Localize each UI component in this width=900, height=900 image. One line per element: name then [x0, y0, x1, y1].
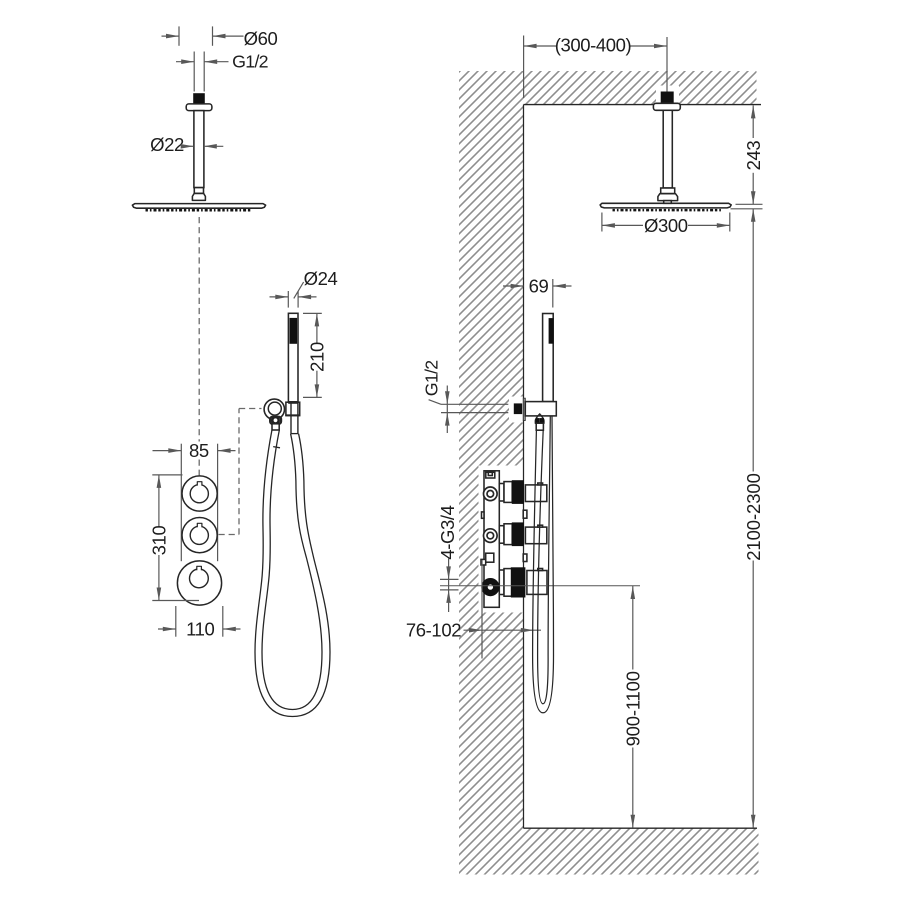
svg-text:900-1100: 900-1100: [623, 671, 644, 746]
svg-text:Ø300: Ø300: [644, 215, 688, 236]
svg-text:Ø22: Ø22: [150, 134, 184, 155]
svg-text:2100-2300: 2100-2300: [743, 473, 764, 561]
svg-text:G1/2: G1/2: [232, 51, 268, 71]
svg-text:85: 85: [189, 440, 209, 461]
svg-text:(300-400): (300-400): [555, 34, 632, 55]
svg-text:Ø60: Ø60: [244, 28, 278, 49]
svg-text:G1/2: G1/2: [421, 361, 441, 397]
svg-text:4-G3/4: 4-G3/4: [437, 505, 458, 559]
svg-text:310: 310: [149, 526, 170, 556]
svg-text:69: 69: [529, 275, 549, 296]
svg-text:Ø24: Ø24: [304, 268, 338, 289]
svg-text:210: 210: [307, 342, 328, 372]
svg-text:110: 110: [186, 618, 214, 639]
svg-text:76-102: 76-102: [406, 620, 461, 641]
svg-text:243: 243: [743, 141, 764, 171]
